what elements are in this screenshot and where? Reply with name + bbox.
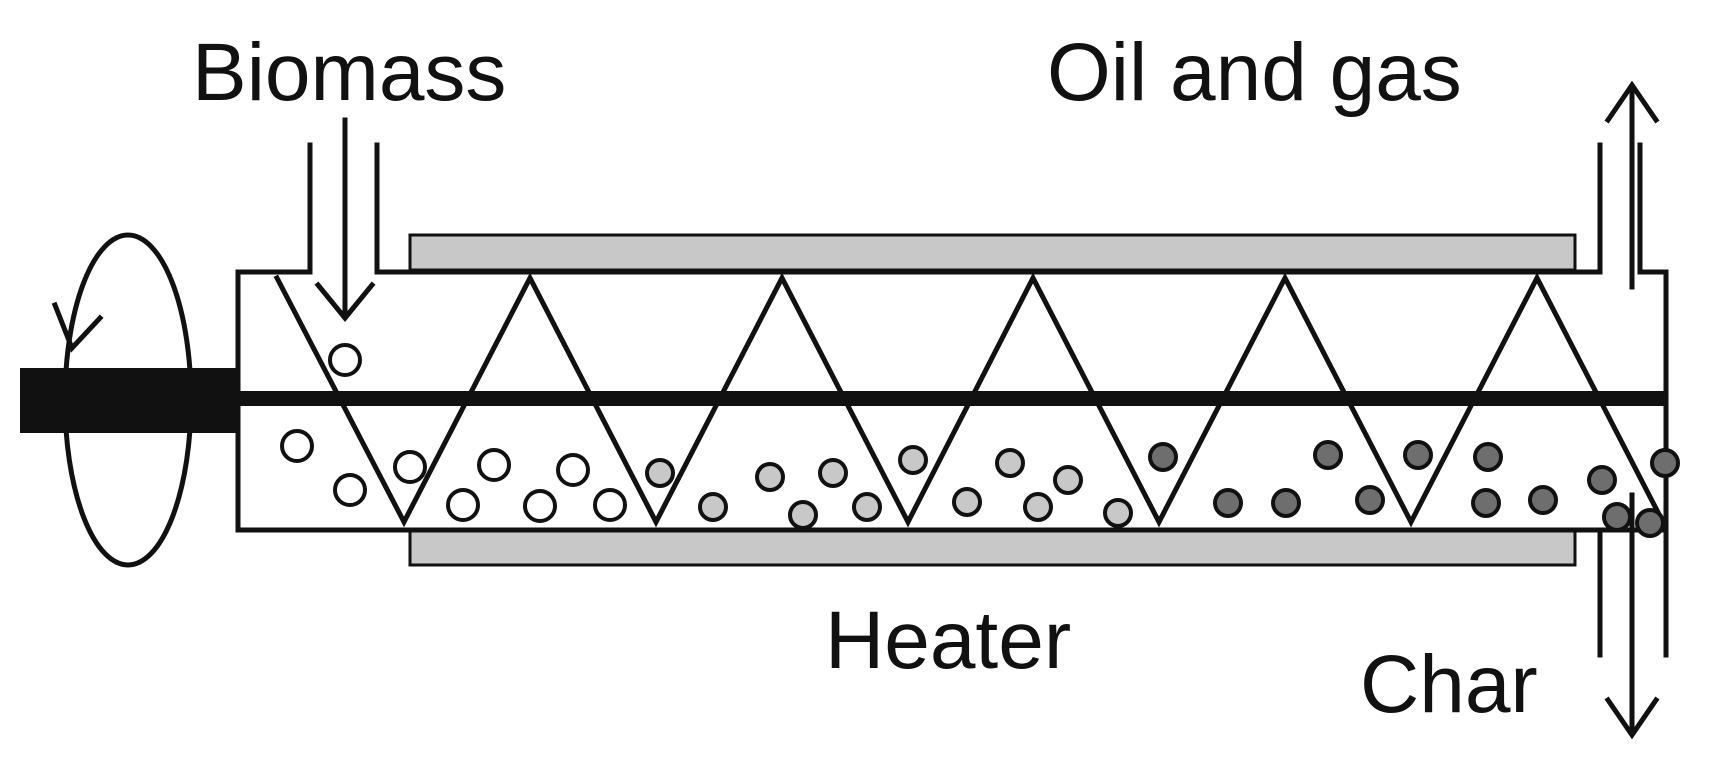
up-arrow-icon — [1604, 80, 1660, 290]
heater-bottom — [408, 528, 1577, 567]
biomass-label: Biomass — [192, 27, 506, 118]
char-label: Char — [1360, 639, 1538, 730]
rotation-arrowhead — [51, 301, 104, 353]
pyrolyzing-particles — [645, 445, 1133, 530]
down-arrow-icon — [314, 117, 376, 322]
reactor-tube — [235, 142, 1669, 533]
char-outlet-pipe — [1597, 527, 1669, 658]
char-down-arrow-icon — [1604, 492, 1660, 740]
biomass-particles — [280, 343, 627, 523]
oil-and-gas-label: Oil and gas — [1047, 27, 1462, 118]
char-particles — [1148, 440, 1680, 538]
auger-shaft — [238, 391, 1668, 406]
auger-shaft-external — [20, 368, 240, 433]
auger-flights — [273, 272, 1667, 528]
rotation-arrow-icon — [62, 232, 194, 568]
heater-label: Heater — [825, 595, 1071, 686]
heater-top — [408, 233, 1577, 272]
